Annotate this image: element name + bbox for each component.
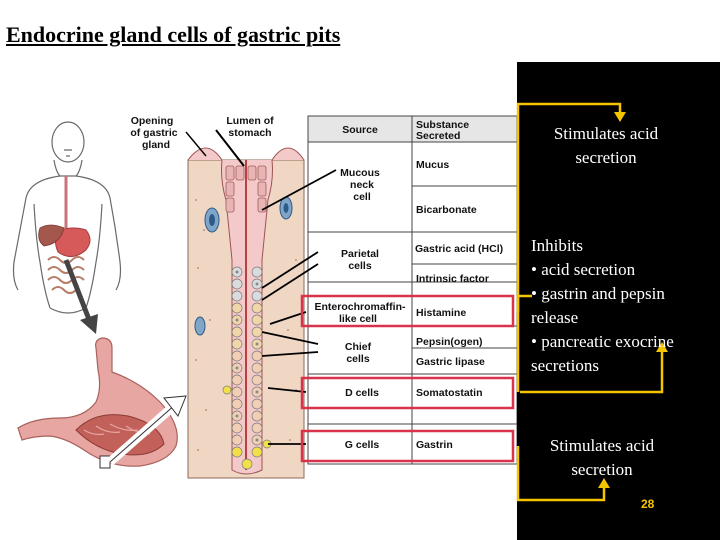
opening-label: Opening of gastric gland: [130, 115, 177, 151]
chief-label: Chief cells: [345, 341, 372, 365]
page-number: 28: [641, 497, 655, 511]
body-stomach: [54, 227, 91, 257]
svg-text:cells: cells: [348, 260, 372, 272]
note-bottom: Stimulates acid secretion: [549, 436, 655, 479]
body-to-stomach-arrow: [63, 259, 93, 323]
lumen-label: Lumen of stomach: [226, 115, 274, 139]
substance-header: Substance Secreted: [416, 119, 469, 142]
svg-text:Substance: Substance: [416, 119, 469, 131]
slide-title: Endocrine gland cells of gastric pits: [6, 22, 341, 47]
gastric-gland-tissue: [187, 147, 305, 479]
substance-pepsinogen: Pepsin(ogen): [416, 336, 483, 348]
substance-mucus: Mucus: [416, 159, 449, 171]
parietal-label: Parietal cells: [341, 248, 379, 272]
substance-intrinsic-factor: Intrinsic factor: [416, 273, 489, 285]
substance-histamine: Histamine: [416, 307, 466, 319]
substance-gastrin: Gastrin: [416, 439, 453, 451]
substance-somatostatin: Somatostatin: [416, 387, 483, 399]
svg-text:cell: cell: [353, 191, 371, 203]
substance-gastric-acid: Gastric acid (HCl): [415, 243, 503, 255]
mucous-neck-label: Mucous neck cell: [340, 167, 380, 203]
svg-text:of gastric: of gastric: [130, 127, 177, 139]
svg-text:Secreted: Secreted: [416, 130, 460, 142]
svg-text:Parietal: Parietal: [341, 248, 379, 260]
highlight-boxes: [300, 294, 515, 463]
note-top: Stimulates acid secretion: [553, 124, 659, 167]
svg-text:Opening: Opening: [131, 115, 174, 127]
d-cells-label: D cells: [345, 387, 379, 399]
svg-text:neck: neck: [350, 179, 374, 191]
cell-pointer-lines: [261, 169, 337, 445]
lumen-pointer: [215, 129, 245, 167]
g-cells-label: G cells: [345, 439, 380, 451]
svg-text:Enterochromaffin-: Enterochromaffin-: [314, 301, 406, 313]
human-body-figure: [12, 121, 122, 314]
svg-text:Lumen of: Lumen of: [226, 115, 274, 127]
opening-pointer: [185, 131, 207, 157]
gland-cells: [222, 266, 272, 470]
source-header: Source: [342, 124, 378, 136]
svg-text:cells: cells: [346, 353, 370, 365]
note-middle: Inhibits • acid secretion • gastrin and …: [531, 236, 674, 375]
svg-text:stomach: stomach: [228, 127, 271, 139]
annotation-panel: [517, 62, 720, 540]
substance-bicarbonate: Bicarbonate: [416, 204, 477, 216]
svg-text:like cell: like cell: [339, 313, 377, 325]
svg-text:Mucous: Mucous: [340, 167, 380, 179]
substance-gastric-lipase: Gastric lipase: [416, 356, 485, 368]
svg-text:Chief: Chief: [345, 341, 372, 353]
ecl-label: Enterochromaffin- like cell: [314, 301, 406, 325]
body-liver: [38, 224, 65, 247]
svg-text:gland: gland: [142, 139, 170, 151]
